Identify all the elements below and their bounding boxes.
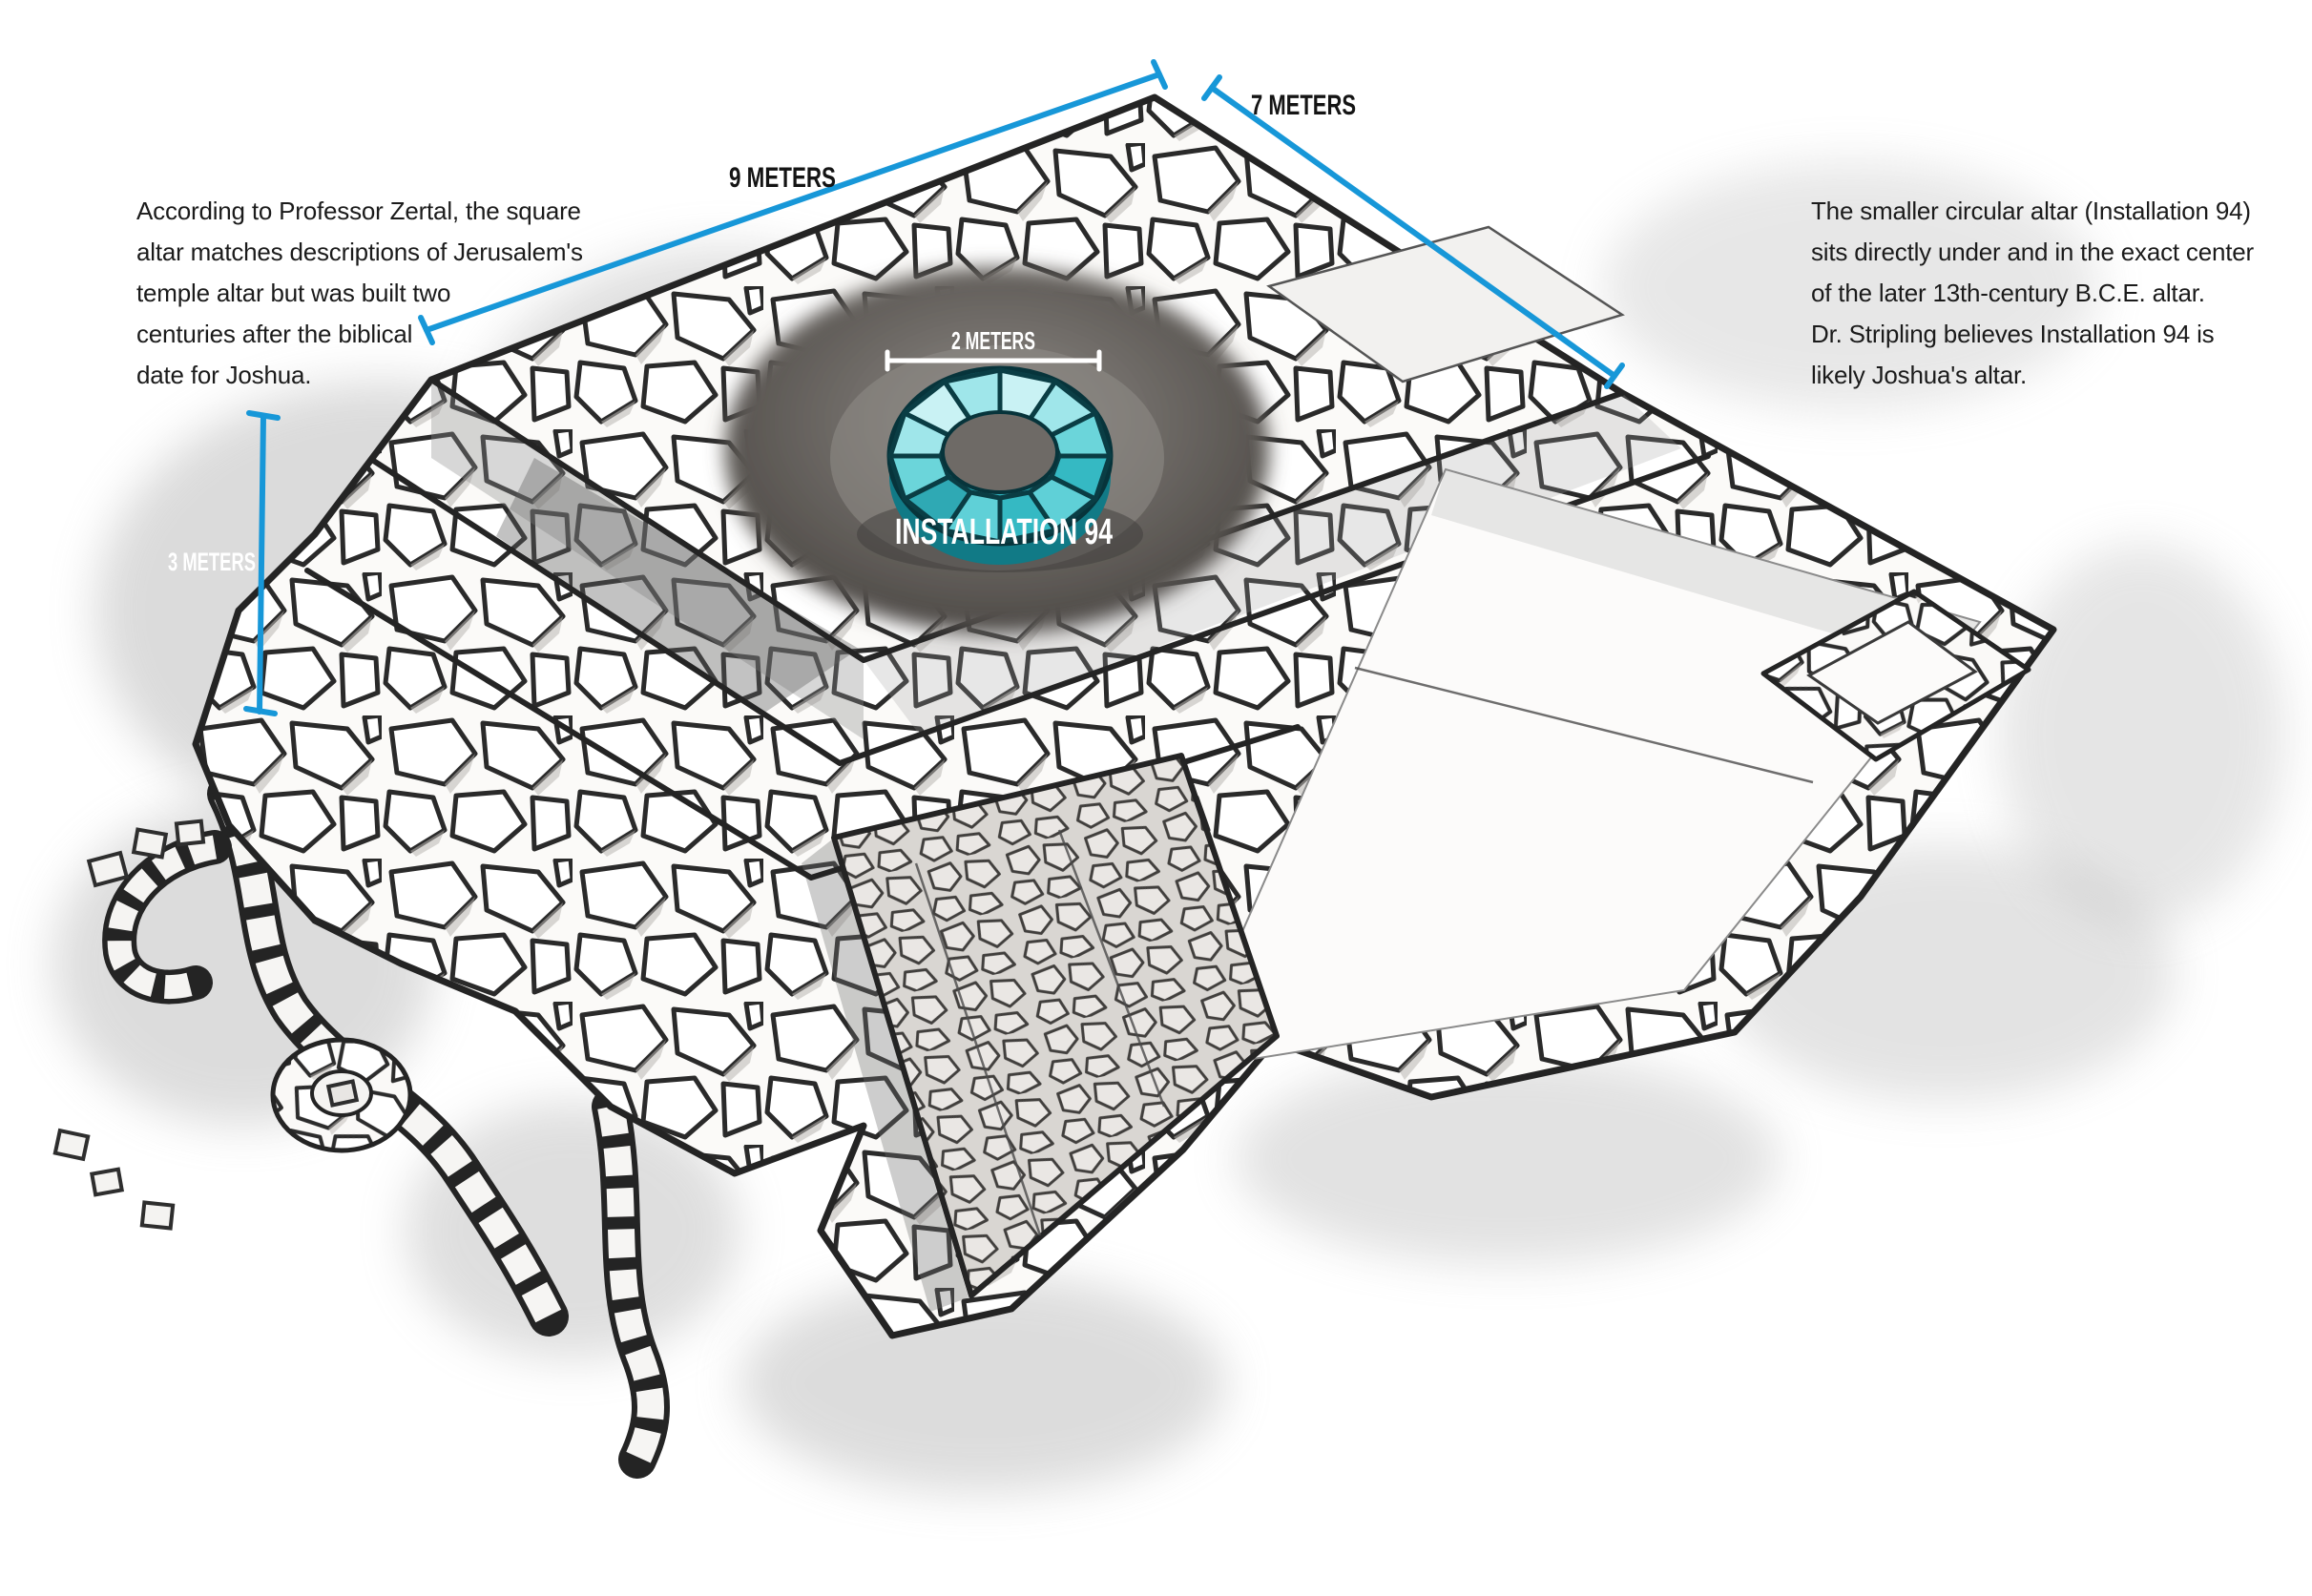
left-annotation-line: temple altar but was built two	[136, 279, 451, 307]
right-annotation-line: The smaller circular altar (Installation…	[1811, 197, 2251, 225]
stone-chain-bottom-wall	[592, 1088, 670, 1479]
altar-body	[192, 93, 2057, 1339]
left-annotation-line: According to Professor Zertal, the squar…	[136, 197, 581, 225]
label-2-meters: 2 METERS	[951, 326, 1035, 355]
label-3-meters: 3 METERS	[168, 548, 256, 576]
dimension-3m: 3 METERS	[168, 410, 281, 716]
dimension-7m: 7 METERS	[1201, 74, 1625, 389]
right-annotation-line: sits directly under and in the exact cen…	[1811, 238, 2254, 266]
stone-arc	[102, 830, 232, 1005]
courtyard-wall-shadow	[1431, 469, 1980, 668]
right-annotation-line: likely Joshua's altar.	[1811, 361, 2028, 389]
right-annotation-line: of the later 13th-century B.C.E. altar.	[1811, 279, 2205, 307]
left-annotation: According to Professor Zertal, the squar…	[136, 191, 671, 396]
installation-94-ring	[886, 365, 1114, 565]
label-9-meters: 9 METERS	[729, 162, 836, 194]
right-annotation-line: Dr. Stripling believes Installation 94 i…	[1811, 320, 2215, 348]
courtyard-sketch-line	[1354, 666, 1814, 784]
square-enclosure	[1760, 589, 2031, 762]
top-slab	[1266, 225, 1625, 383]
ramp	[831, 753, 1280, 1298]
left-annotation-line: altar matches descriptions of Jerusalem'…	[136, 238, 583, 266]
label-installation-94: INSTALLATION 94	[895, 512, 1113, 552]
dimension-2m: 2 METERS	[885, 326, 1102, 372]
dimension-9m: 9 METERS	[418, 59, 1168, 345]
right-annotation: The smaller circular altar (Installation…	[1811, 191, 2307, 396]
scattered-ruins	[52, 774, 670, 1479]
label-7-meters: 7 METERS	[1251, 90, 1356, 121]
ring-installation-small	[270, 1037, 413, 1153]
loose-stones	[52, 819, 206, 1231]
courtyard-floor	[1179, 467, 1982, 1072]
left-annotation-line: centuries after the biblical	[136, 320, 413, 348]
left-annotation-line: date for Joshua.	[136, 361, 312, 389]
